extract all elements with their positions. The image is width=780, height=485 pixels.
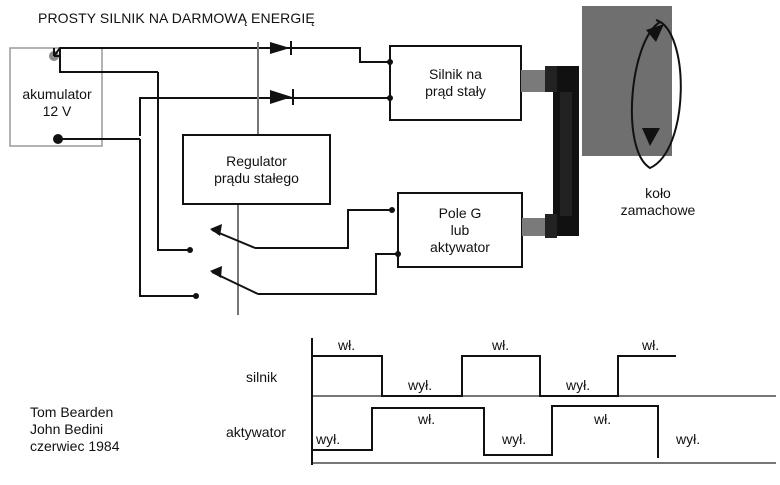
regulator-label-line1: Regulator xyxy=(226,153,287,169)
switch-2 xyxy=(211,253,398,295)
motor-label-line1: Silnik na xyxy=(429,66,482,82)
motor-waveform xyxy=(312,355,676,397)
motor-terminal-1 xyxy=(387,59,393,65)
regulator-label-line2: prądu stałego xyxy=(214,170,299,186)
flywheel-label-line2: zamachowe xyxy=(620,202,696,218)
actuator-label: Pole G lub aktywator xyxy=(398,205,522,256)
diode-2 xyxy=(270,90,292,104)
belt-inner xyxy=(560,92,572,216)
diode-1 xyxy=(270,42,290,54)
battery-box xyxy=(9,47,103,147)
battery-label-line2: 12 V xyxy=(42,103,72,119)
actuator-on-1: wł. xyxy=(418,411,436,427)
flywheel-label: koło zamachowe xyxy=(606,185,710,219)
battery-label: akumulator 12 V xyxy=(14,86,100,120)
switch-2-contact xyxy=(193,293,199,299)
credit-line-1: Tom Bearden xyxy=(30,404,114,420)
regulator-label: Regulator prądu stałego xyxy=(183,153,330,187)
credit-line-3: czerwiec 1984 xyxy=(30,438,120,454)
actuator-box xyxy=(397,192,523,268)
actuator-label-line1: Pole G xyxy=(438,205,482,221)
wire-left-drops xyxy=(53,48,196,297)
switch-2-arrow xyxy=(210,266,222,278)
switch-1-arrow xyxy=(210,224,222,236)
actuator-off-1: wył. xyxy=(316,431,341,447)
motor-box xyxy=(389,45,522,121)
actuator-waveform xyxy=(312,405,659,458)
motor-on-1: wł. xyxy=(338,337,356,353)
actuator-off-2: wył. xyxy=(502,431,527,447)
actuator-on-2: wł. xyxy=(594,411,612,427)
actuator-label-line3: aktywator xyxy=(430,239,490,255)
credit-line-2: John Bedini xyxy=(30,421,104,437)
motor-on-3: wł. xyxy=(642,337,660,353)
actuator-terminal-2 xyxy=(395,251,401,257)
credits: Tom Bearden John Bedini czerwiec 1984 xyxy=(30,404,120,455)
belt-end-top xyxy=(545,66,557,92)
motor-on-2: wł. xyxy=(492,337,510,353)
diagram-title: PROSTY SILNIK NA DARMOWĄ ENERGIĘ xyxy=(38,10,315,26)
regulator-box xyxy=(182,134,331,205)
belt-end-bottom xyxy=(545,214,557,238)
battery-label-line1: akumulator xyxy=(22,86,92,102)
timing-motor-label: silnik xyxy=(246,369,278,385)
motor-off-2: wył. xyxy=(566,377,591,393)
wire-second xyxy=(139,97,390,136)
wire-top xyxy=(53,47,390,63)
actuator-label-line2: lub xyxy=(450,222,470,238)
motor-label: Silnik na prąd stały xyxy=(390,66,521,100)
motor-off-1: wył. xyxy=(408,377,433,393)
flywheel-rotation-arrow xyxy=(630,19,682,170)
actuator-off-3: wył. xyxy=(676,431,701,447)
motor-terminal-2 xyxy=(387,95,393,101)
flywheel-arrow-head-top xyxy=(646,24,664,42)
motor-label-line2: prąd stały xyxy=(425,83,486,99)
flywheel-arrow-head-bottom xyxy=(642,128,660,146)
switch-1-contact xyxy=(187,247,193,253)
timing-actuator-label: aktywator xyxy=(226,424,286,440)
flywheel-label-line1: koło xyxy=(645,185,671,201)
actuator-terminal-1 xyxy=(389,207,395,213)
